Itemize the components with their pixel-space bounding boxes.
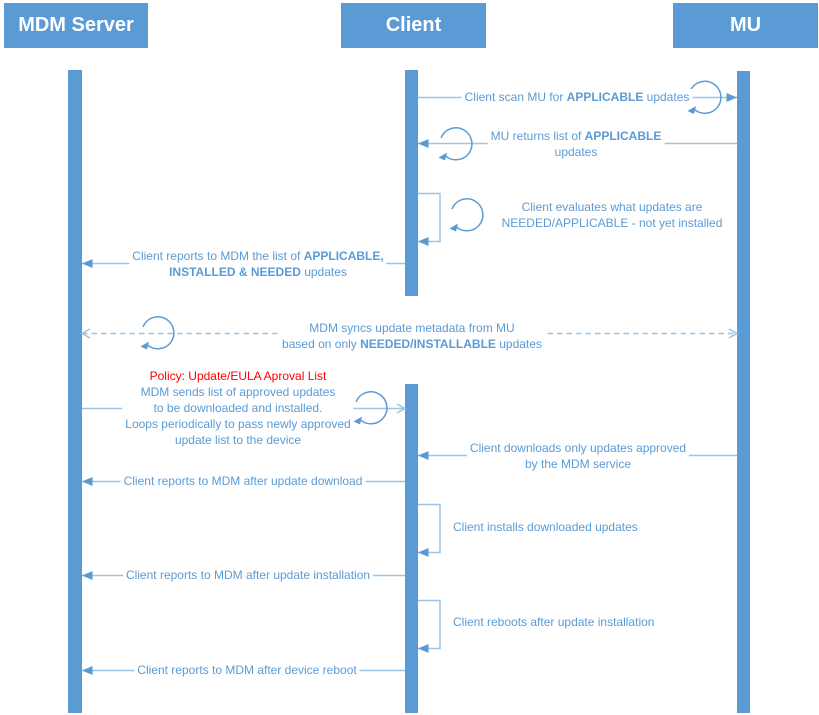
lifeline-mdm-server xyxy=(68,70,82,713)
message-scan-label: Client scan MU for APPLICABLE updates xyxy=(461,89,693,105)
policy-title: Policy: Update/EULA Aproval List xyxy=(149,369,327,383)
loop-icon xyxy=(140,316,175,350)
message-reports-list-label: Client reports to MDM the list of APPLIC… xyxy=(129,248,387,280)
actor-header-mu: MU xyxy=(673,3,818,48)
message-downloads-label: Client downloads only updates approved b… xyxy=(466,440,690,472)
loop-icon xyxy=(449,198,484,232)
message-report-reboot-label: Client reports to MDM after device reboo… xyxy=(134,662,360,678)
arrow-evaluates-self xyxy=(418,192,441,246)
loop-icon xyxy=(687,80,722,115)
arrow-reboots-self xyxy=(418,599,441,653)
message-returns-label: MU returns list of APPLICABLE updates xyxy=(487,128,665,160)
lifeline-mu xyxy=(737,71,750,713)
actor-header-client: Client xyxy=(341,3,486,48)
lifeline-client-lower xyxy=(405,384,418,713)
loop-icon xyxy=(353,391,388,425)
arrow-installs-self xyxy=(418,503,441,557)
message-evaluates-label: Client evaluates what updates are NEEDED… xyxy=(498,199,726,231)
message-syncs-label: MDM syncs update metadata from MU based … xyxy=(279,320,545,352)
message-reboots-label: Client reboots after update installation xyxy=(450,614,658,630)
lifeline-client-upper xyxy=(405,70,418,296)
message-report-install-label: Client reports to MDM after update insta… xyxy=(122,567,374,583)
message-report-download-label: Client reports to MDM after update downl… xyxy=(120,473,366,489)
actor-header-mdm-server: MDM Server xyxy=(4,3,148,48)
message-installs-label: Client installs downloaded updates xyxy=(450,519,641,535)
loop-icon xyxy=(438,127,473,161)
message-policy-label: Policy: Update/EULA Aproval List MDM sen… xyxy=(122,368,354,448)
